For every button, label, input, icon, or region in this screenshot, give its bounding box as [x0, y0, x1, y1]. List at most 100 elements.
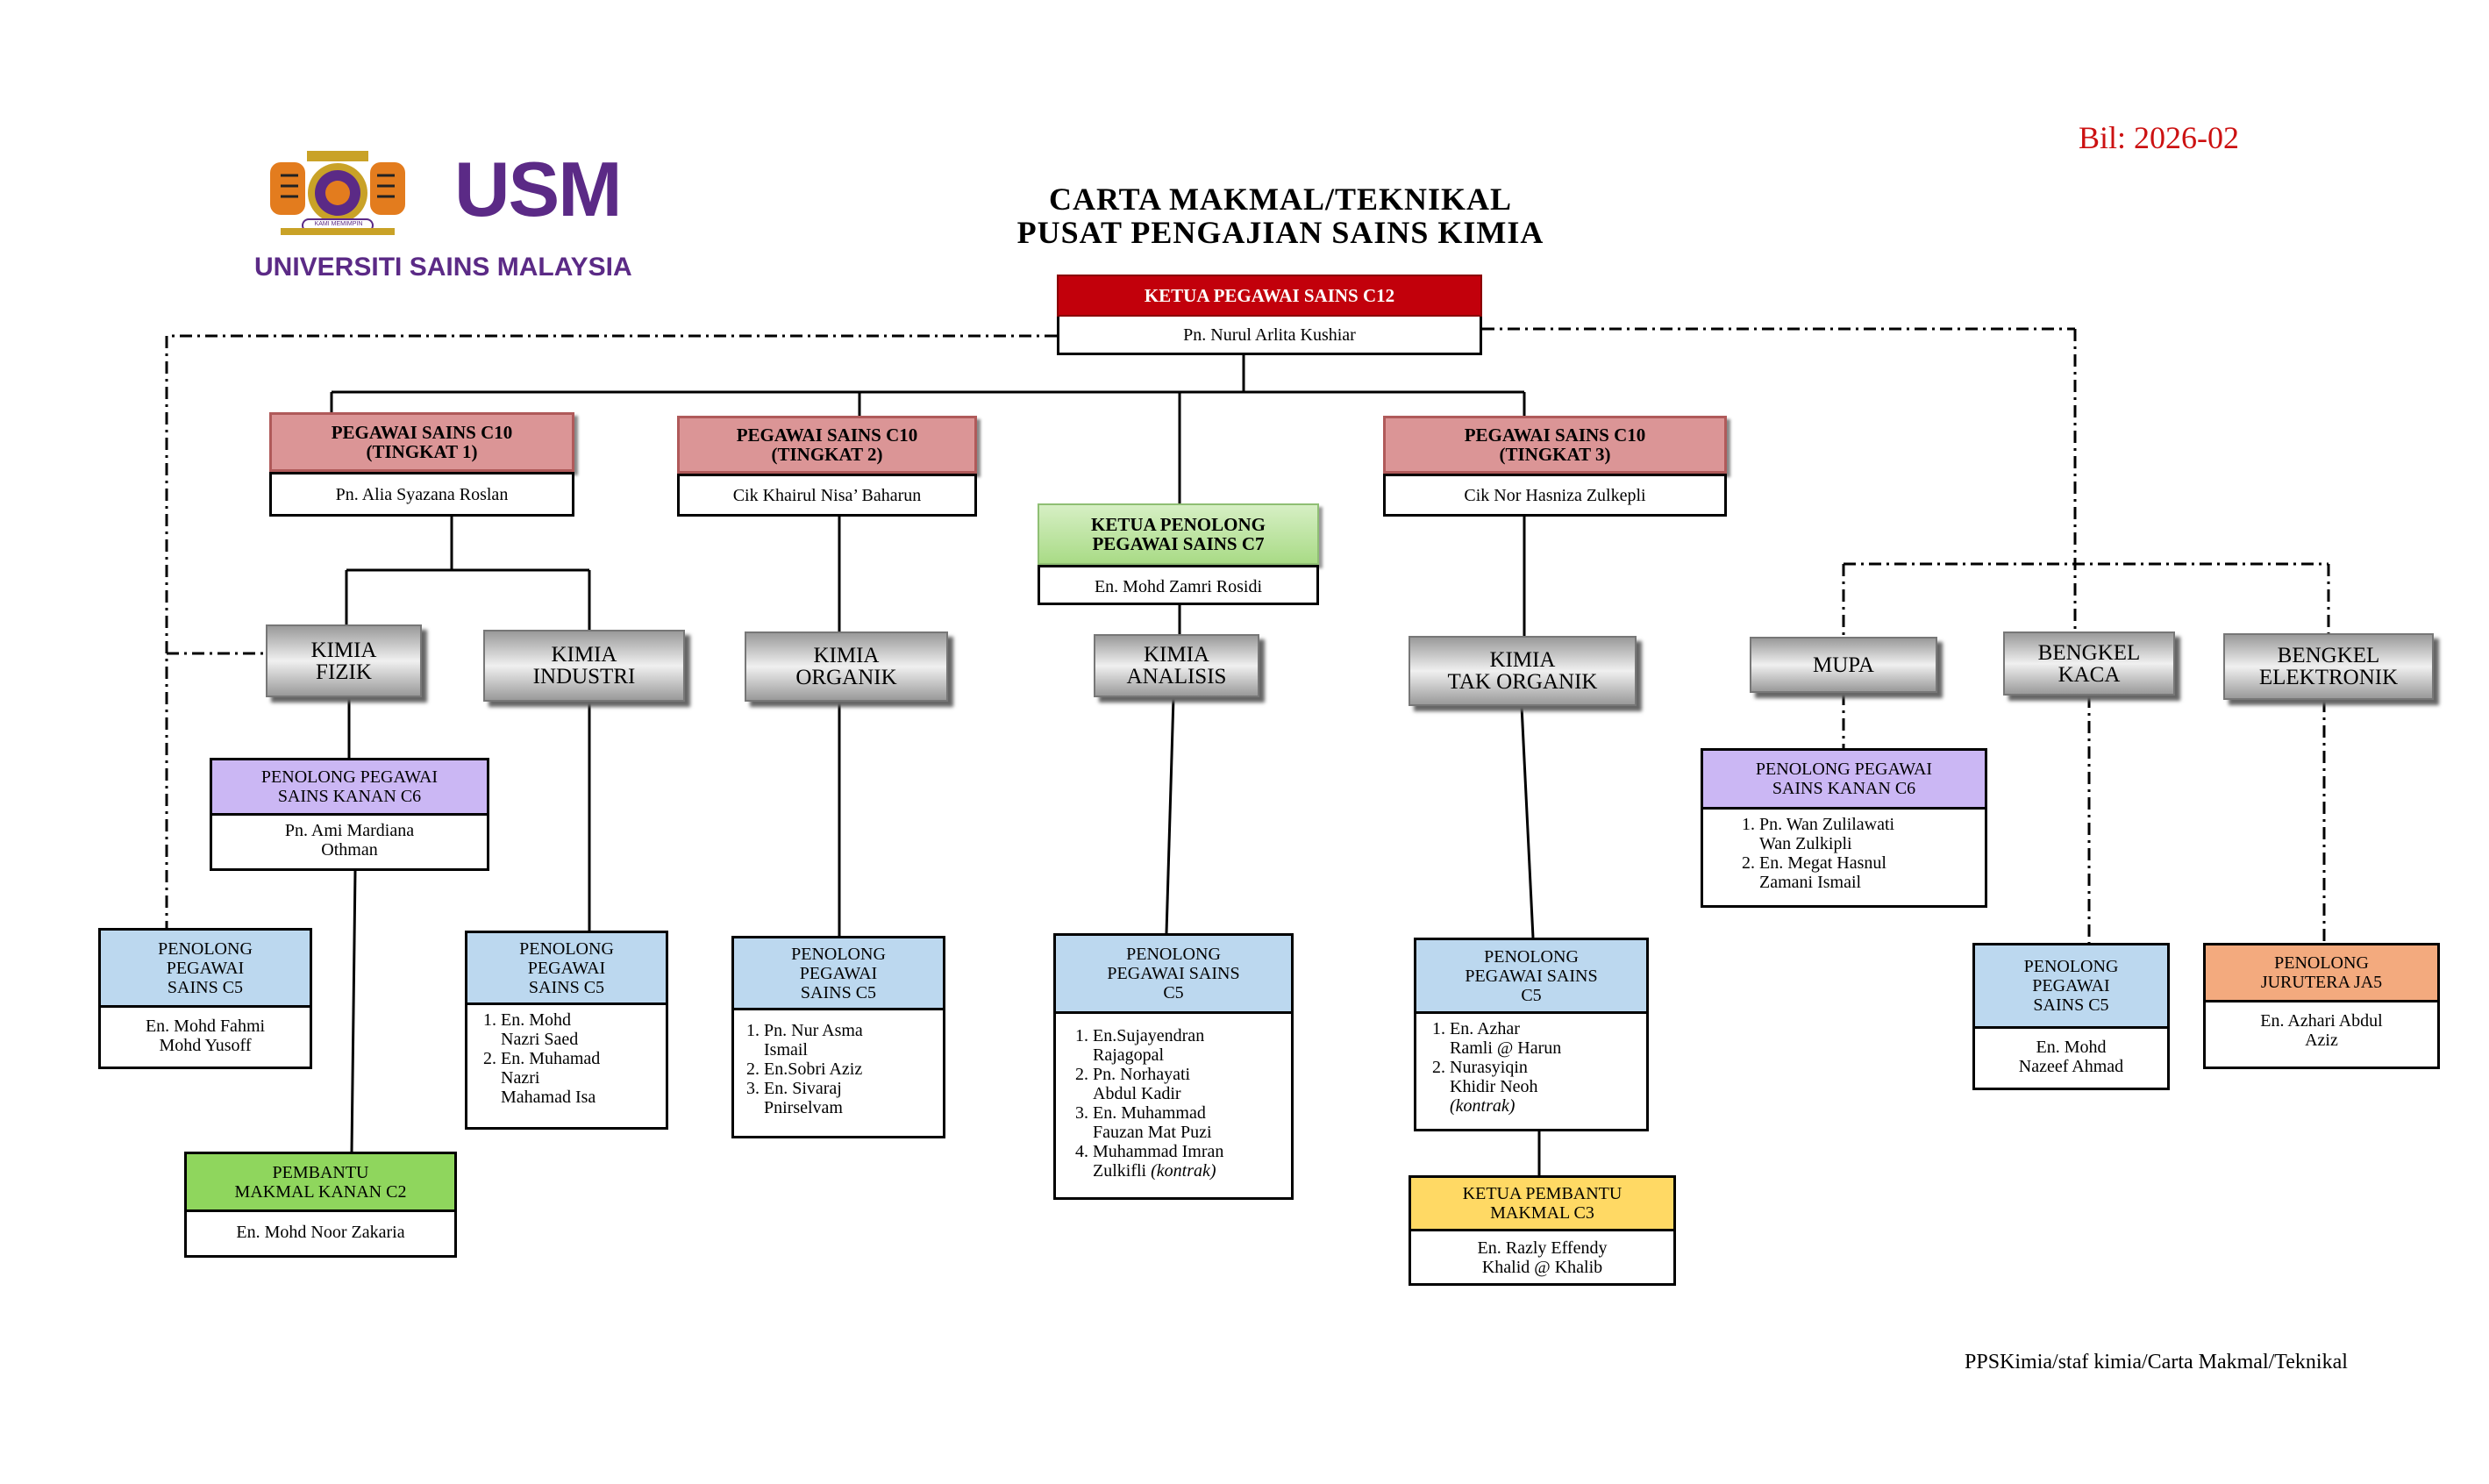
ja5-title: PENOLONG JURUTERA JA5 [2203, 943, 2440, 1002]
title-line: PEGAWAI [2032, 976, 2110, 995]
title-line: SAINS C5 [800, 982, 877, 1002]
c2-title: PEMBANTU MAKMAL KANAN C2 [184, 1152, 457, 1212]
chief-assistant-title: KETUA PENOLONG PEGAWAI SAINS C7 [1038, 503, 1319, 565]
title-line: PEGAWAI SAINS [1465, 966, 1598, 986]
title-line: (TINGKAT 3) [1499, 444, 1611, 465]
name-line: Nazeef Ahmad [2018, 1057, 2124, 1076]
c6-fizik-name: Pn. Ami Mardiana Othman [210, 816, 489, 871]
title-line: SAINS KANAN C6 [1772, 779, 1916, 798]
head-title-text: KETUA PEGAWAI SAINS C12 [1144, 285, 1395, 306]
c5-kaca-name: En. Mohd Nazeef Ahmad [1972, 1029, 2170, 1090]
officer-tingkat-2-name: Cik Khairul Nisa’ Baharun [677, 474, 977, 517]
c5-left-name: En. Mohd Fahmi Mohd Yusoff [98, 1008, 312, 1069]
title-line: PEGAWAI SAINS C7 [1092, 533, 1265, 554]
c6-mupa-title: PENOLONG PEGAWAI SAINS KANAN C6 [1701, 748, 1987, 810]
c6-fizik-title: PENOLONG PEGAWAI SAINS KANAN C6 [210, 758, 489, 816]
unit-label: KACA [2058, 662, 2121, 687]
title-line: MAKMAL C3 [1490, 1203, 1594, 1223]
usm-logo: USM UNIVERSITI SAINS MALAYSIA KAMI MEMIM… [254, 132, 658, 289]
file-path-footer: PPSKimia/staf kimia/Carta Makmal/Teknika… [1965, 1351, 2348, 1373]
officer-tingkat-3-name: Cik Nor Hasniza Zulkepli [1383, 474, 1727, 517]
title-line: PENOLONG PEGAWAI [260, 767, 439, 787]
title-line: JURUTERA JA5 [2260, 973, 2383, 992]
usm-motto: KAMI MEMIMPIN [314, 221, 363, 227]
unit-label: ORGANIK [795, 666, 897, 689]
c3-title: KETUA PEMBANTU MAKMAL C3 [1409, 1175, 1676, 1231]
officer-tingkat-1-title: PEGAWAI SAINS C10 (TINGKAT 1) [269, 412, 574, 472]
unit-label: KIMIA [1489, 648, 1556, 672]
title-line: PENOLONG [2023, 957, 2119, 976]
officer-tingkat-2-title: PEGAWAI SAINS C10 (TINGKAT 2) [677, 416, 977, 474]
title-line: KETUA PENOLONG [1091, 514, 1266, 535]
title-line: PEGAWAI [799, 963, 878, 983]
title-line: PEMBANTU [272, 1162, 369, 1182]
c3-name: En. Razly Effendy Khalid @ Khalib [1409, 1231, 1676, 1286]
unit-label: FIZIK [316, 660, 372, 684]
title-line: PENOLONG PEGAWAI [1755, 760, 1933, 779]
unit-label: BENGKEL [2277, 644, 2380, 667]
name-line: Khalid @ Khalib [1481, 1258, 1603, 1277]
c5-industri-title: PENOLONG PEGAWAI SAINS C5 [465, 931, 668, 1005]
list-item: En.Sobri Aziz [764, 1059, 936, 1079]
chart-title-line-1: CARTA MAKMAL/TEKNIKAL [1048, 182, 1513, 217]
ja5-name: En. Azhari Abdul Aziz [2203, 1002, 2440, 1069]
title-line: C5 [1163, 983, 1184, 1002]
unit-label: KIMIA [551, 643, 617, 667]
chief-assistant-name: En. Mohd Zamri Rosidi [1038, 565, 1319, 605]
c5-organik-title: PENOLONG PEGAWAI SAINS C5 [731, 936, 945, 1010]
name-line: En. Mohd [2036, 1038, 2107, 1057]
name-line: Pn. Ami Mardiana [284, 821, 415, 840]
title-line: PEGAWAI [527, 958, 606, 978]
title-line: SAINS C5 [2033, 995, 2109, 1015]
name-line: En. Mohd Fahmi [145, 1017, 266, 1036]
unit-label: BENGKEL [2037, 640, 2141, 665]
name-line: Othman [321, 840, 378, 860]
c5-analisis-title: PENOLONG PEGAWAI SAINS C5 [1053, 933, 1294, 1014]
title-line: C5 [1521, 985, 1542, 1005]
title-line: SAINS C5 [528, 977, 605, 997]
title-line: PENOLONG [791, 944, 886, 964]
title-line: SAINS KANAN C6 [277, 787, 422, 806]
title-line: PENOLONG [519, 938, 614, 959]
unit-label: KIMIA [310, 638, 377, 662]
usm-acronym: USM [454, 146, 623, 232]
title-line: MAKMAL KANAN C2 [234, 1181, 407, 1202]
title-line: PEGAWAI SAINS C10 [1464, 425, 1646, 446]
unit-label: ELEKTRONIK [2258, 666, 2399, 689]
title-line: PEGAWAI SAINS C10 [331, 422, 513, 443]
head-title: KETUA PEGAWAI SAINS C12 [1057, 275, 1482, 317]
title-line: SAINS C5 [167, 977, 244, 997]
title-line: KETUA PEMBANTU [1462, 1184, 1622, 1203]
title-line: (TINGKAT 2) [771, 444, 883, 465]
unit-label: INDUSTRI [532, 665, 636, 688]
title-line: PENOLONG [158, 938, 253, 959]
name-line: En. Razly Effendy [1477, 1238, 1608, 1258]
c5-left-title: PENOLONG PEGAWAI SAINS C5 [98, 928, 312, 1008]
unit-label: KIMIA [813, 644, 880, 667]
unit-label: MUPA [1813, 653, 1874, 677]
usm-name: UNIVERSITI SAINS MALAYSIA [254, 253, 632, 282]
title-line: PEGAWAI [166, 958, 245, 978]
name-line: Mohd Yusoff [159, 1036, 252, 1055]
title-line: PENOLONG [1484, 946, 1579, 967]
unit-label: TAK ORGANIK [1447, 670, 1598, 694]
